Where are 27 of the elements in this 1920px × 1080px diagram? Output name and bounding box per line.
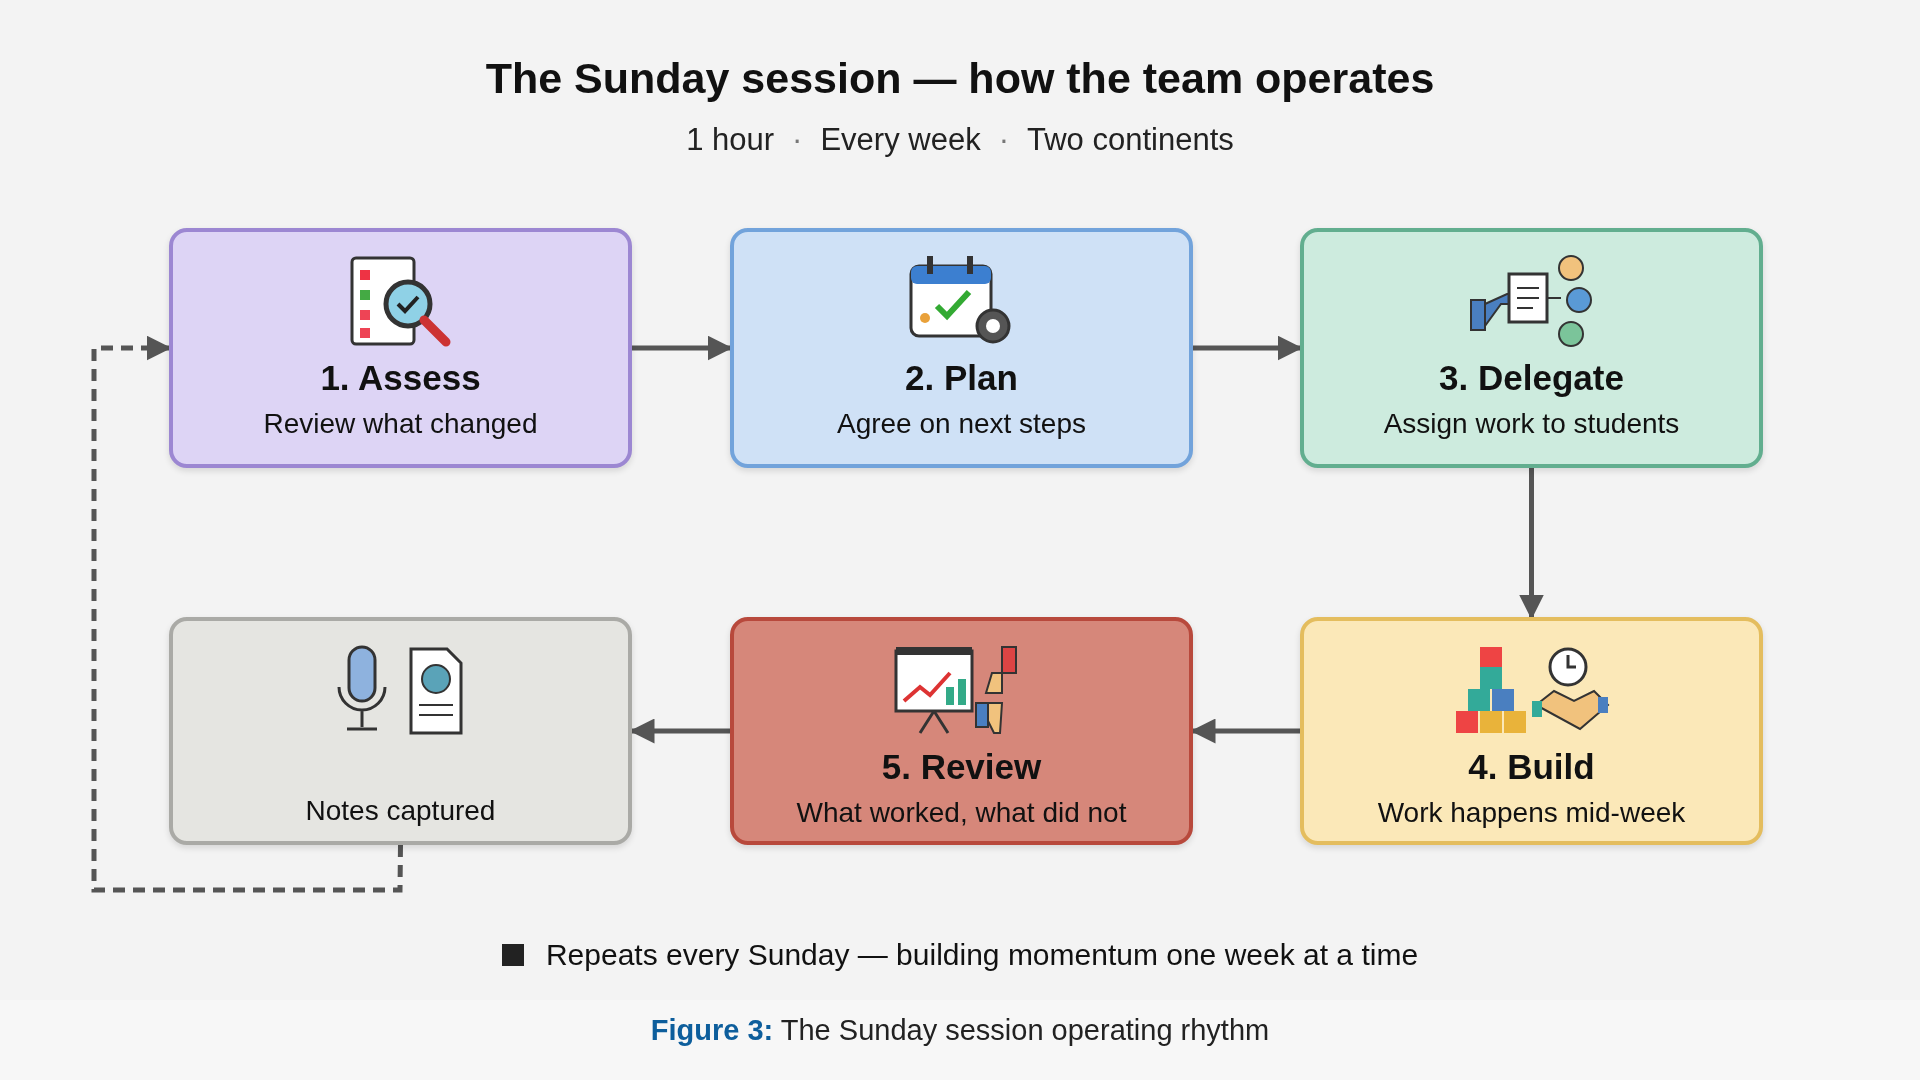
step-box [730, 228, 1193, 468]
step-box [730, 617, 1193, 845]
step-heading: 5. Review [881, 747, 1042, 787]
step-description: Work happens mid-week [1377, 797, 1686, 829]
legend-text: Repeats every Sunday — building momentum one week at a time [545, 938, 1419, 972]
step-box [1300, 617, 1763, 845]
step-description: Notes captured [305, 795, 496, 827]
caption: Figure 3: The Sunday session operating rhythm [649, 1014, 1271, 1047]
subtitle-item: Two continents [1027, 122, 1234, 158]
step-description: Assign work to students [1383, 408, 1680, 440]
step-description: Agree on next steps [836, 408, 1086, 440]
separator-dot: · [998, 122, 1009, 158]
step-heading: 4. Build [1468, 747, 1595, 787]
step-description: Review what changed [263, 408, 538, 440]
step-box [1300, 228, 1763, 468]
step-box [169, 617, 632, 845]
arrow [1519, 468, 1544, 620]
step-box [169, 228, 632, 468]
step-heading: 2. Plan [905, 358, 1018, 398]
dashed-arrow [91, 335, 403, 893]
step-description: What worked, what did not [796, 797, 1127, 829]
subtitle-item: Every week [820, 122, 981, 158]
step-heading: 1. Assess [320, 358, 481, 398]
separator-dot: · [792, 122, 803, 158]
step-heading: 3. Delegate [1439, 358, 1624, 398]
subtitle-item: 1 hour [686, 122, 775, 158]
title: The Sunday session — how the team operates [484, 54, 1436, 103]
